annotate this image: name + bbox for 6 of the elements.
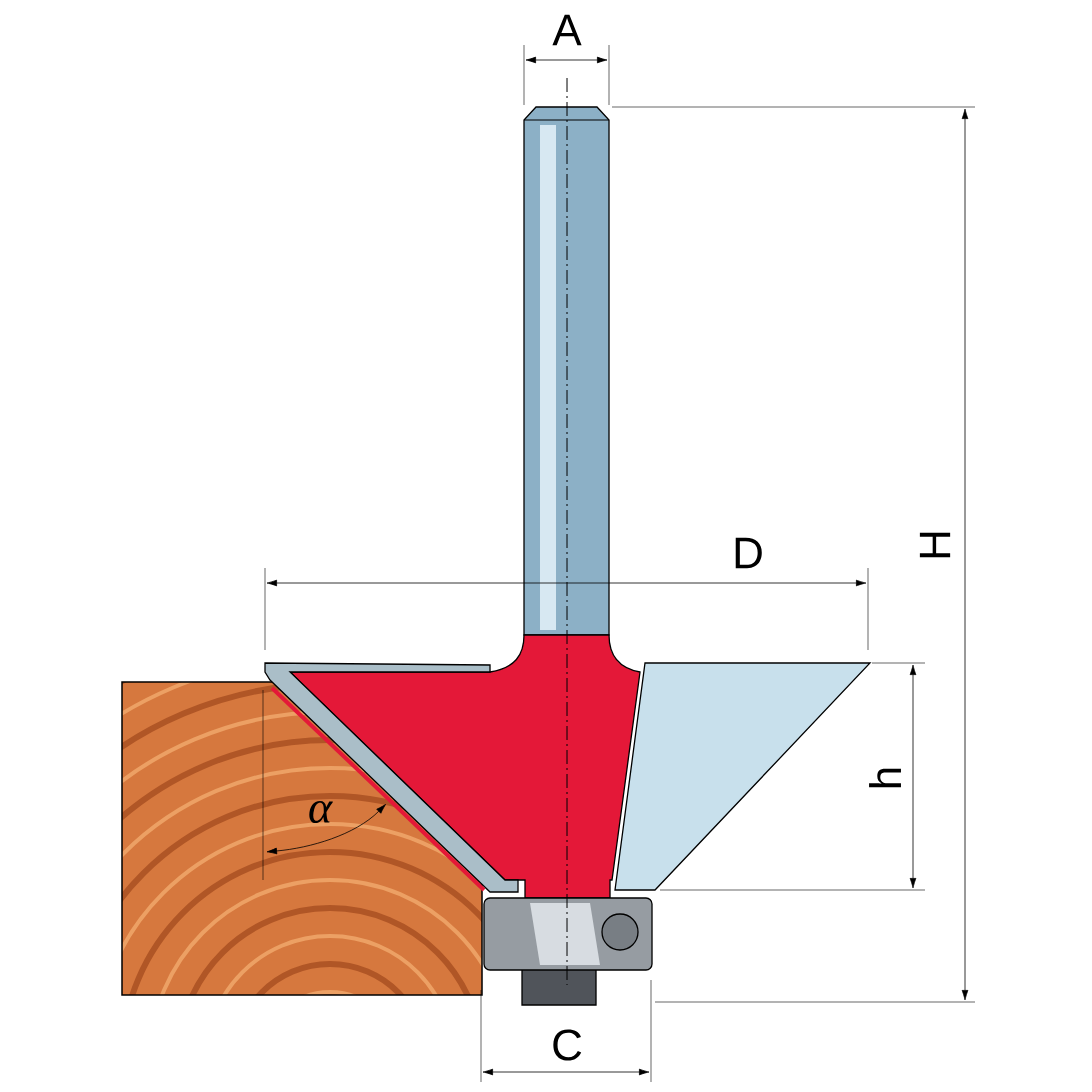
dimension-label: H [919, 532, 951, 558]
dimension-label: α [309, 800, 333, 824]
dimension-label: D [735, 537, 762, 569]
dimension-label: C [553, 1029, 582, 1061]
dimension-label: h [869, 768, 901, 788]
dimension-label: A [552, 14, 582, 46]
